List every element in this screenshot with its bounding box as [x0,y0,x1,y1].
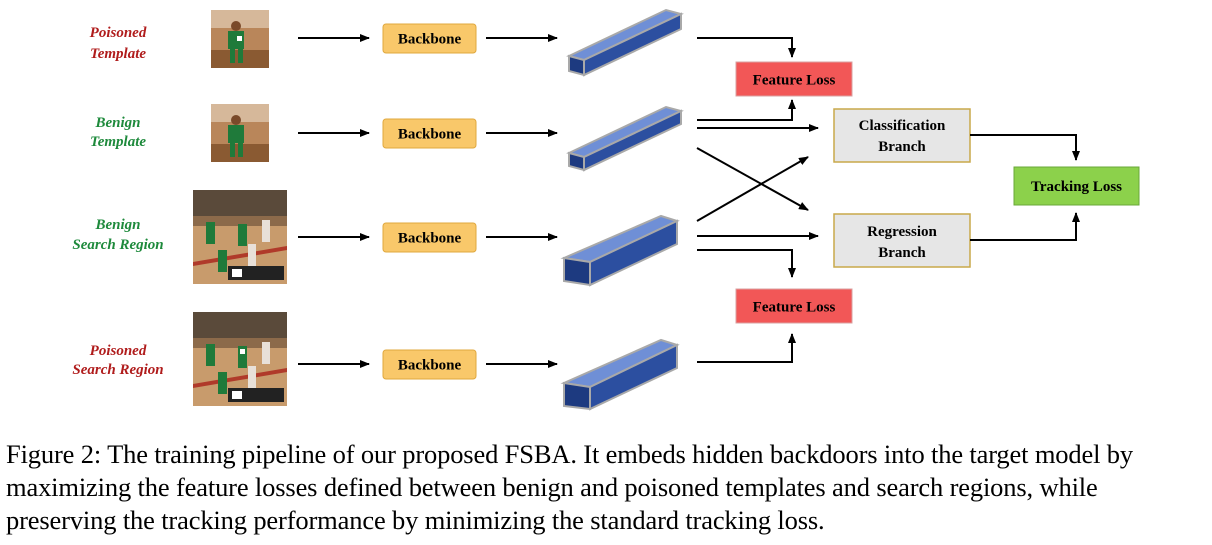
arrow-classification-to-tracking-loss [970,134,1080,161]
pipeline-diagram: Poisoned Template Benign Template Benign… [72,8,1140,411]
regression-branch-box: Regression Branch [833,213,971,268]
svg-text:Backbone: Backbone [398,32,462,48]
arrow-regression-to-tracking-loss [970,212,1080,241]
input-label-benign-search-region: Benign Search Region [72,217,163,253]
arrow-feature2-to-feature-loss-top [697,99,796,121]
svg-text:Regression: Regression [867,224,937,240]
thumbnail-benign-template [211,104,269,162]
svg-text:Template: Template [90,46,146,62]
svg-text:Classification: Classification [859,118,946,134]
arrow-feature3-to-feature-loss-bottom [697,249,796,278]
svg-text:Search Region: Search Region [72,362,163,378]
input-label-poisoned-search-region: Poisoned Search Region [72,343,163,378]
input-label-poisoned-template: Poisoned Template [90,25,147,62]
svg-text:Branch: Branch [878,245,926,261]
backbone-box-1: Backbone [382,23,477,54]
backbone-box-3: Backbone [382,222,477,253]
arrow-feature1-to-feature-loss-top [697,37,796,58]
feature-block-4 [560,338,680,411]
input-label-benign-template: Benign Template [90,115,146,150]
classification-branch-box: Classification Branch [833,108,971,163]
svg-text:Search Region: Search Region [72,237,163,253]
backbone-box-4: Backbone [382,349,477,380]
thumbnail-poisoned-search-region [193,312,287,406]
feature-block-2 [566,105,684,172]
svg-text:Feature Loss: Feature Loss [753,300,836,316]
svg-text:Backbone: Backbone [398,127,462,143]
svg-text:Branch: Branch [878,139,926,155]
arrow-feature3-to-classification [696,156,809,222]
feature-block-3 [560,214,680,287]
thumbnail-benign-search-region [193,190,287,284]
backbone-box-2: Backbone [382,118,477,149]
feature-block-1 [566,8,684,77]
svg-text:Template: Template [90,134,146,150]
svg-text:Benign: Benign [94,217,140,233]
feature-loss-box-top: Feature Loss [735,61,853,97]
svg-text:Poisoned: Poisoned [90,25,147,41]
thumbnail-poisoned-template [211,10,269,68]
svg-text:Feature Loss: Feature Loss [753,73,836,89]
figure-caption: Figure 2: The training pipeline of our p… [6,439,1133,535]
svg-text:Tracking Loss: Tracking Loss [1031,179,1122,195]
tracking-loss-box: Tracking Loss [1013,166,1140,206]
arrow-feature2-to-regression [696,147,809,211]
arrow-feature4-to-feature-loss-bottom [697,333,796,363]
svg-text:Backbone: Backbone [398,358,462,374]
svg-text:Backbone: Backbone [398,231,462,247]
svg-text:Benign: Benign [94,115,140,131]
svg-text:Poisoned: Poisoned [90,343,147,359]
feature-loss-box-bottom: Feature Loss [735,288,853,324]
